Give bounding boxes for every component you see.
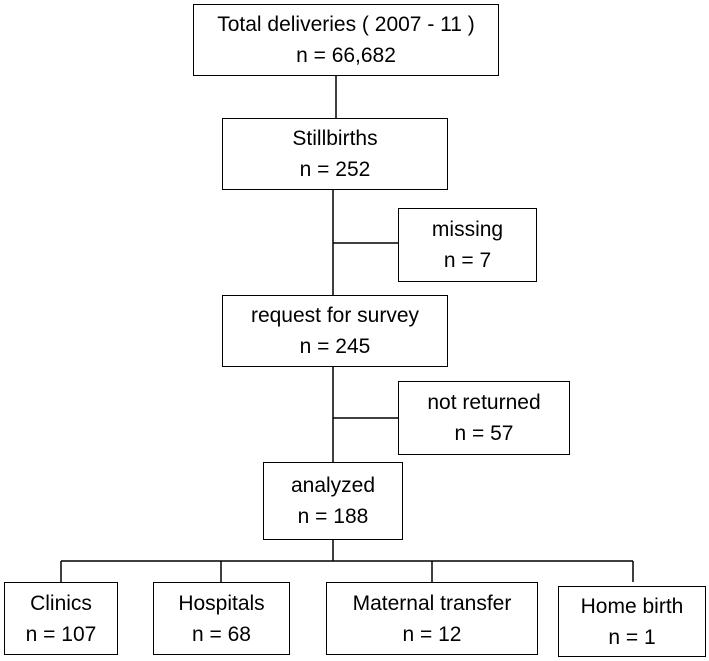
analyzed-count: n = 188 xyxy=(297,505,369,528)
not-returned-label: not returned xyxy=(427,391,541,414)
stillbirths-box: Stillbirths n = 252 xyxy=(222,118,448,190)
missing-count: n = 7 xyxy=(443,249,492,272)
outcome-clinics-count: n = 107 xyxy=(25,622,97,646)
total-deliveries-label: Total deliveries ( 2007 - 11 ) xyxy=(217,13,475,36)
outcome-maternal-transfer-box: Maternal transfer n = 12 xyxy=(326,582,538,655)
analyzed-label: analyzed xyxy=(290,474,376,497)
outcome-hospitals-box: Hospitals n = 68 xyxy=(153,582,290,655)
outcome-home-birth-box: Home birth n = 1 xyxy=(558,586,706,657)
outcome-clinics-label: Clinics xyxy=(30,591,92,615)
outcome-clinics-box: Clinics n = 107 xyxy=(4,582,118,655)
request-for-survey-box: request for survey n = 245 xyxy=(222,295,448,367)
not-returned-count: n = 57 xyxy=(454,422,514,445)
not-returned-box: not returned n = 57 xyxy=(398,381,570,455)
analyzed-box: analyzed n = 188 xyxy=(263,462,403,540)
request-for-survey-count: n = 245 xyxy=(299,335,371,358)
stillbirths-label: Stillbirths xyxy=(292,127,378,150)
outcome-hospitals-label: Hospitals xyxy=(178,591,265,615)
missing-box: missing n = 7 xyxy=(398,208,537,282)
outcome-home-birth-label: Home birth xyxy=(580,594,684,618)
total-deliveries-box: Total deliveries ( 2007 - 11 ) n = 66,68… xyxy=(193,4,499,76)
stillbirths-count: n = 252 xyxy=(299,158,371,181)
request-for-survey-label: request for survey xyxy=(250,304,420,327)
missing-label: missing xyxy=(431,218,504,241)
total-deliveries-count: n = 66,682 xyxy=(296,44,396,67)
outcome-maternal-transfer-count: n = 12 xyxy=(402,622,462,646)
outcome-home-birth-count: n = 1 xyxy=(608,625,656,649)
outcome-maternal-transfer-label: Maternal transfer xyxy=(352,591,512,615)
outcome-hospitals-count: n = 68 xyxy=(192,622,251,646)
